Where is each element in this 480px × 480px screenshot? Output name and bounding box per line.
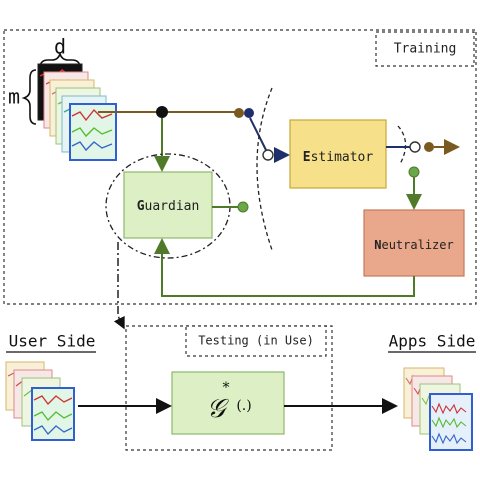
neutralizer-box bbox=[363, 209, 465, 277]
open-node-right bbox=[409, 141, 421, 153]
d-brace bbox=[39, 51, 81, 69]
brown-node bbox=[234, 108, 244, 118]
trained-guardian-symbol: 𝒢 bbox=[207, 394, 230, 424]
d-dimension-label: d bbox=[54, 35, 66, 59]
training-label: Training bbox=[394, 42, 457, 57]
guardian-output-node bbox=[237, 201, 249, 213]
estimator-box bbox=[289, 119, 387, 189]
training-data-stack bbox=[37, 63, 117, 161]
user-data-stack bbox=[5, 361, 75, 441]
dashed-curve-right bbox=[397, 125, 407, 165]
feedback-loop bbox=[154, 238, 415, 297]
deploy-path bbox=[113, 242, 125, 330]
trained-guardian-box bbox=[171, 371, 285, 435]
estimator-label: Estimator bbox=[303, 150, 374, 165]
apps-data-stack bbox=[403, 367, 473, 451]
dashed-curve-left bbox=[256, 87, 273, 251]
m-brace bbox=[21, 69, 37, 125]
navy-node bbox=[244, 108, 254, 118]
brown-output-node bbox=[424, 142, 434, 152]
user-side-label: User Side bbox=[9, 332, 96, 351]
testing-label: Testing (in Use) bbox=[198, 334, 314, 348]
neutralizer-input-node bbox=[408, 166, 420, 178]
m-dimension-label: m bbox=[8, 85, 20, 109]
trained-guardian-args: (.) bbox=[236, 398, 251, 414]
trained-guardian-star: * bbox=[223, 380, 230, 396]
testing-label-box bbox=[185, 325, 327, 357]
open-node-left bbox=[262, 149, 274, 161]
neutralizer-label: Neutralizer bbox=[374, 238, 453, 252]
split-node bbox=[156, 106, 168, 118]
guardian-label: Guardian bbox=[137, 199, 200, 214]
navy-diagonal bbox=[249, 117, 267, 151]
training-frame bbox=[3, 29, 477, 305]
guardian-box bbox=[123, 171, 213, 239]
training-label-box bbox=[375, 31, 475, 67]
apps-side-label: Apps Side bbox=[389, 332, 476, 351]
